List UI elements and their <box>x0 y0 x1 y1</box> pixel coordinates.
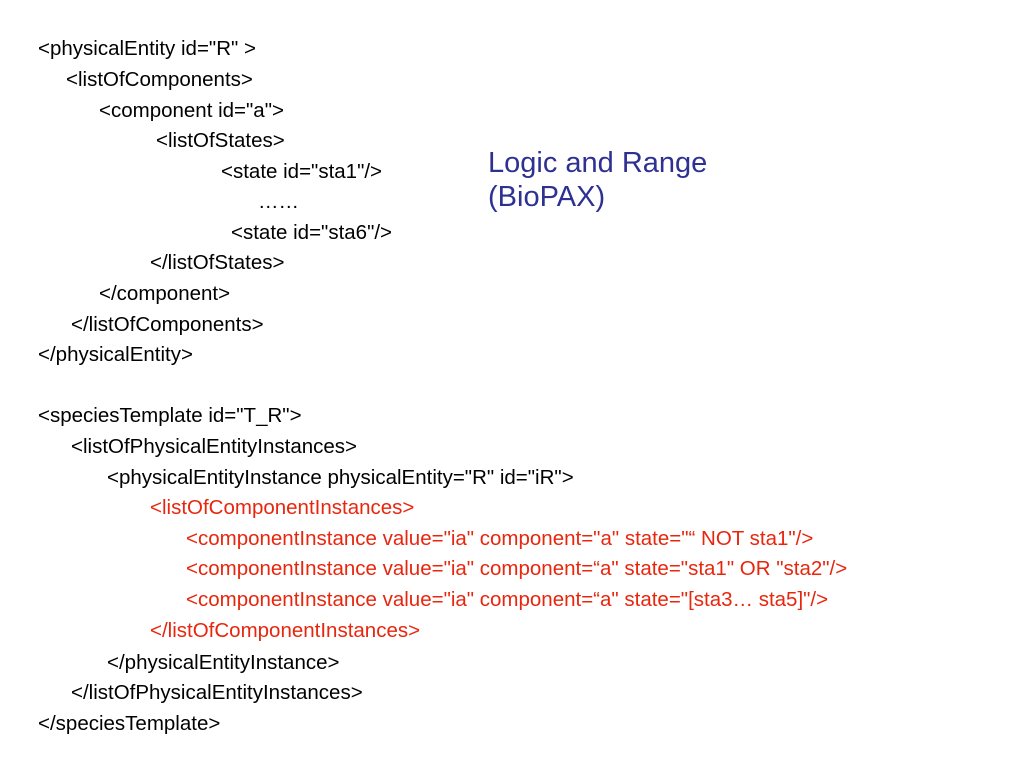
slide-title-line-2: (BioPAX) <box>488 181 606 213</box>
code-line: <listOfComponents> <box>66 68 253 91</box>
code-line: <physicalEntityInstance physicalEntity="… <box>107 466 574 489</box>
code-line: <state id="sta6"/> <box>231 221 393 244</box>
code-line: <physicalEntity id="R" > <box>38 37 256 60</box>
code-line: </listOfPhysicalEntityInstances> <box>71 681 363 704</box>
code-line-highlighted: <componentInstance value="ia" component=… <box>186 557 848 580</box>
code-line: <component id="a"> <box>99 99 284 122</box>
code-line: </listOfComponents> <box>71 313 264 336</box>
code-line: </physicalEntity> <box>38 343 193 366</box>
code-line-highlighted: </listOfComponentInstances> <box>150 619 421 642</box>
code-line: </physicalEntityInstance> <box>107 651 340 674</box>
code-line-highlighted: <listOfComponentInstances> <box>150 496 415 519</box>
code-line: <listOfStates> <box>156 129 285 152</box>
code-line: </speciesTemplate> <box>38 712 221 735</box>
slide-title-line-1: Logic and Range <box>488 147 708 179</box>
code-line: <listOfPhysicalEntityInstances> <box>71 435 357 458</box>
code-line-highlighted: <componentInstance value="ia" component=… <box>186 588 829 611</box>
code-line: …… <box>258 190 299 213</box>
code-line: </listOfStates> <box>150 251 285 274</box>
code-line: </component> <box>99 282 231 305</box>
code-line: <speciesTemplate id="T_R"> <box>38 404 302 427</box>
slide-title: Logic and Range (BioPAX) <box>488 146 707 214</box>
code-line: <state id="sta1"/> <box>221 160 383 183</box>
code-line-highlighted: <componentInstance value="ia" component=… <box>186 527 814 550</box>
